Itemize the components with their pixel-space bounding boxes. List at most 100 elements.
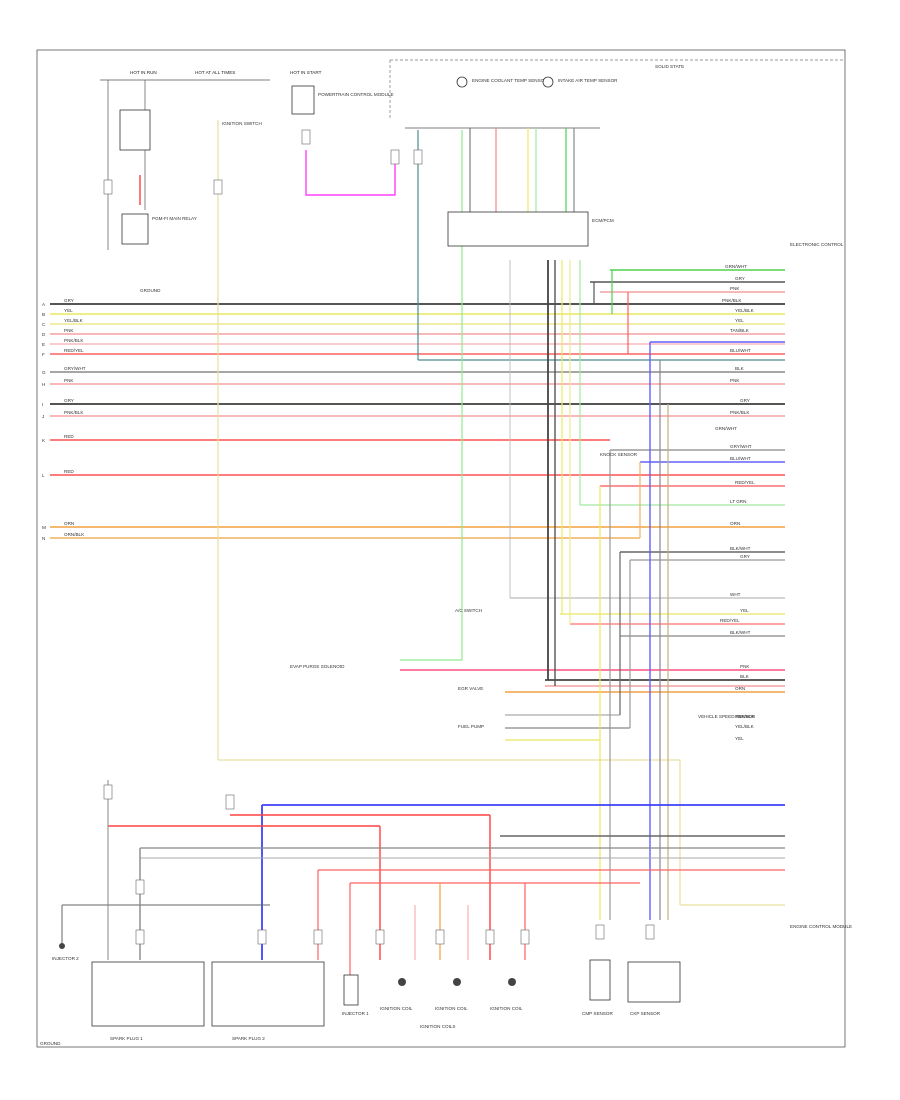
term-m: M bbox=[42, 525, 46, 530]
pin-15 bbox=[520, 929, 530, 945]
rlbl-718: PNK/BLK bbox=[735, 714, 755, 719]
spark-block-2-label: SPARK PLUG 2 bbox=[232, 1036, 265, 1041]
rlbl-314: YEL/BLK bbox=[735, 308, 755, 313]
term-h: H bbox=[42, 382, 45, 387]
sensor-top1-label: ENGINE COOLANT TEMP SENSOR bbox=[472, 78, 548, 83]
top-fuse2-label: HOT AT ALL TIMES bbox=[195, 70, 235, 75]
cmp-sensor-box bbox=[589, 959, 611, 1001]
top-fuse3-label: HOT IN START bbox=[290, 70, 322, 75]
lbl-yel-314: YEL bbox=[64, 308, 73, 313]
lbl-pnk-384: PNK bbox=[64, 378, 74, 383]
ign-coil-1-label: IGNITION COIL bbox=[380, 1006, 413, 1011]
lbl-pnk-344: PNK/BLK bbox=[64, 338, 84, 343]
pin-1 bbox=[103, 179, 113, 195]
rlbl-282: GRY bbox=[735, 276, 745, 281]
bottom-wires bbox=[61, 780, 785, 975]
ecm-label: ECM/PCM bbox=[592, 218, 614, 223]
rlbl-636: BLK/WHT bbox=[730, 630, 751, 635]
lbl-gry-304: GRY bbox=[64, 298, 74, 303]
term-a: A bbox=[42, 302, 46, 307]
ecm-bottom-right-label: ENGINE CONTROL MODULE bbox=[790, 924, 852, 929]
rlbl-680: BLK bbox=[740, 674, 750, 679]
rlbl-372: BLK bbox=[735, 366, 745, 371]
ecm-module-box bbox=[447, 211, 589, 247]
lbl-red-475: RED bbox=[64, 469, 74, 474]
rlbl-270: GRN/WHT bbox=[725, 264, 747, 269]
lbl-red-354: RED/YEL bbox=[64, 348, 84, 353]
injector-2-label: INJECTOR 2 bbox=[52, 956, 79, 961]
ecm-box-label: POWERTRAIN CONTROL MODULE bbox=[318, 92, 394, 97]
rlbl-416: PNK/BLK bbox=[730, 410, 750, 415]
left-bus-terminals: A B C D E F G H I J K L M N bbox=[42, 302, 46, 541]
rlbl-462: BLU/WHT bbox=[730, 456, 751, 461]
spark-block-1-label: SPARK PLUG 1 bbox=[110, 1036, 143, 1041]
tl-relay-box bbox=[119, 109, 151, 151]
rlbl-552: BLK/WHT bbox=[730, 546, 751, 551]
pin-13 bbox=[435, 929, 445, 945]
ckp-sensor-box bbox=[627, 961, 681, 1003]
term-e: E bbox=[42, 342, 45, 347]
term-l: L bbox=[42, 473, 45, 478]
fuel-pump-label: FUEL PUMP bbox=[458, 724, 484, 729]
pin-6 bbox=[103, 784, 113, 800]
term-b: B bbox=[42, 312, 45, 317]
rlbl-430: GRN/WHT bbox=[715, 426, 737, 431]
injector-1-label: INJECTOR 1 bbox=[342, 1011, 369, 1016]
mid-connectors: A/C SWITCH EVAP PURGE SOLENOID EGR VALVE… bbox=[290, 452, 756, 729]
grid-label: ELECTRONIC CONTROL bbox=[790, 242, 844, 247]
ckp-sensor-label: CKP SENSOR bbox=[630, 1011, 661, 1016]
lbl-gry-372: GRY/WHT bbox=[64, 366, 86, 371]
ign-coil-1-symbol bbox=[398, 978, 406, 986]
spark-block-1 bbox=[91, 961, 205, 1027]
rlbl-404: GRY bbox=[740, 398, 750, 403]
ign-switch-label: IGNITION SWITCH bbox=[222, 121, 262, 126]
ground-top-label: GROUND bbox=[140, 288, 161, 293]
pin-12 bbox=[375, 929, 385, 945]
ground-symbol bbox=[59, 943, 65, 949]
pin-11 bbox=[313, 929, 323, 945]
rlbl-598: WHT bbox=[730, 592, 741, 597]
pin-4 bbox=[390, 149, 400, 165]
rlbl-450: GRY/WHT bbox=[730, 444, 752, 449]
ign-coil-3-label: IGNITION COIL bbox=[490, 1006, 523, 1011]
diagram-frame bbox=[36, 49, 846, 1048]
term-f: F bbox=[42, 352, 45, 357]
egr-label: EGR VALVE bbox=[458, 686, 483, 691]
term-j: J bbox=[42, 414, 44, 419]
pin-5 bbox=[413, 149, 423, 165]
rlbl-614: YEL bbox=[740, 608, 749, 613]
lbl-orn-527: ORN bbox=[64, 521, 74, 526]
rlbl-505: LT GRN bbox=[730, 499, 746, 504]
ign-coil-3-symbol bbox=[508, 978, 516, 986]
injector-group-label: IGNITION COILS bbox=[420, 1024, 455, 1029]
rlbl-560: GRY bbox=[740, 554, 750, 559]
connector-pins bbox=[103, 129, 655, 945]
lbl-red-440: RED bbox=[64, 434, 74, 439]
term-g: G bbox=[42, 370, 46, 375]
knock-sensor-box bbox=[343, 974, 359, 1006]
pin-8 bbox=[135, 879, 145, 895]
lbl-yel-324: YEL/BLK bbox=[64, 318, 84, 323]
top-left-fuse-block: HOT IN RUN HOT AT ALL TIMES HOT IN START… bbox=[100, 70, 394, 293]
sensor-top2-label: INTAKE AIR TEMP SENSOR bbox=[558, 78, 618, 83]
rlbl-740: YEL bbox=[735, 736, 744, 741]
vss-label: VEHICLE SPEED SENSOR bbox=[698, 714, 756, 719]
rlbl-728: YEL/BLK bbox=[735, 724, 755, 729]
bottom-components: SPARK PLUG 1 SPARK PLUG 2 INJECTOR 1 IGN… bbox=[40, 924, 852, 1046]
term-k: K bbox=[42, 438, 46, 443]
ac-label: A/C SWITCH bbox=[455, 608, 482, 613]
ign-coil-2-symbol bbox=[453, 978, 461, 986]
bottom-left-caption: GROUND bbox=[40, 1041, 61, 1046]
pin-14 bbox=[485, 929, 495, 945]
rlbl-324: YEL bbox=[735, 318, 744, 323]
pin-2 bbox=[213, 179, 223, 195]
sensor-top2-symbol bbox=[542, 76, 554, 88]
sensor-top1-symbol bbox=[456, 76, 468, 88]
lbl-pnk-334: PNK bbox=[64, 328, 74, 333]
main-relay-box bbox=[121, 213, 149, 245]
rlbl-292: PNK bbox=[730, 286, 740, 291]
term-n: N bbox=[42, 536, 45, 541]
pin-17 bbox=[645, 924, 655, 940]
rlbl-670: PNK bbox=[740, 664, 750, 669]
